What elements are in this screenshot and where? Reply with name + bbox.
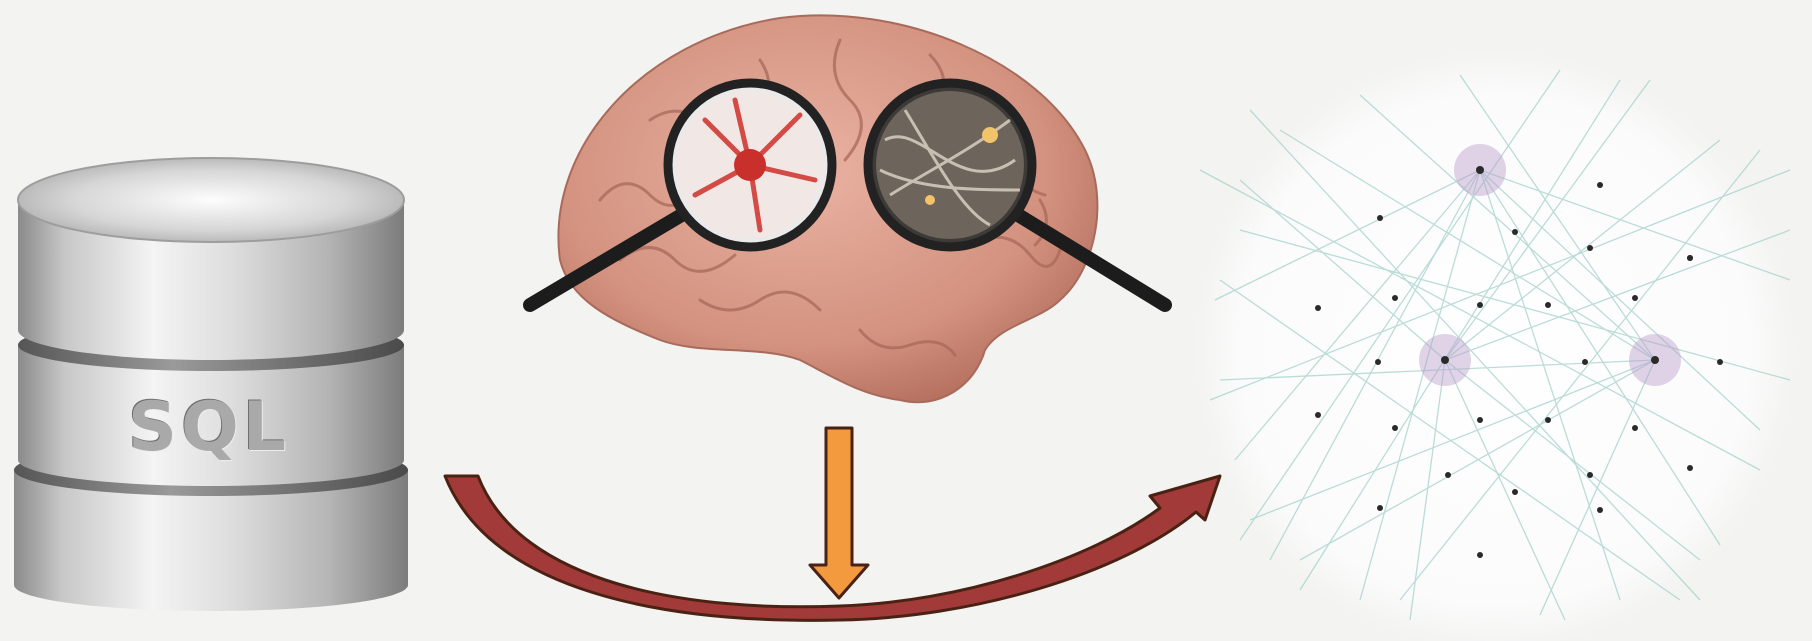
- down-arrow-icon: [810, 428, 868, 598]
